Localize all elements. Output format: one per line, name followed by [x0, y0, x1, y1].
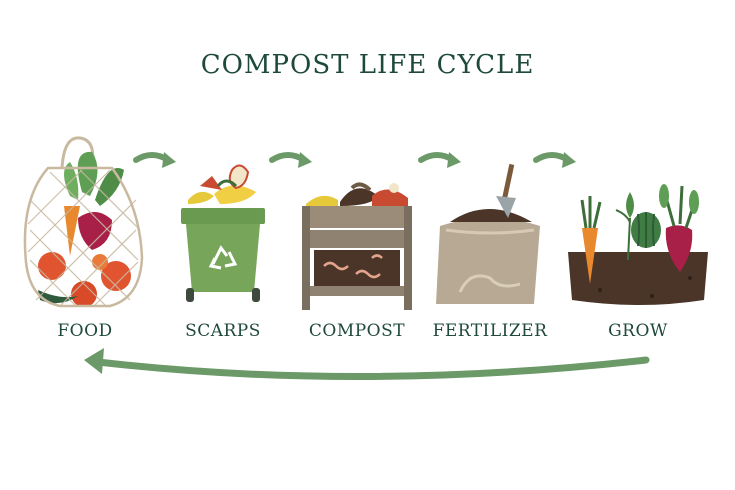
stage-label-grow: GROW: [608, 321, 668, 341]
garden-soil-icon: [568, 184, 708, 305]
compost-crate-icon: [302, 182, 412, 310]
return-arrow-icon: [84, 348, 650, 380]
mesh-bag-icon: [23, 136, 144, 308]
stage-label-food: FOOD: [57, 321, 113, 341]
stage-label-fertilizer: FERTILIZER: [432, 321, 548, 341]
recycle-bin-icon: [181, 164, 265, 302]
stage-label-scraps: SCARPS: [185, 321, 261, 341]
fertilizer-sack-icon: [436, 163, 540, 304]
page-title: COMPOST LIFE CYCLE: [200, 50, 535, 80]
stage-label-compost: COMPOST: [308, 321, 406, 341]
